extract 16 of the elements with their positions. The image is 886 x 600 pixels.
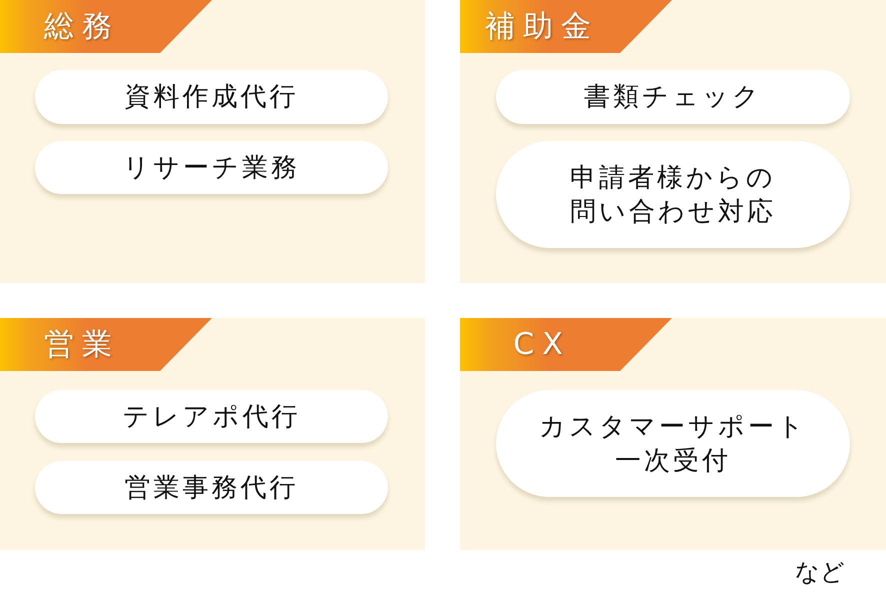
category-panel — [0, 318, 425, 550]
heading-banner: 総務 — [0, 0, 212, 53]
heading-banner: CX — [460, 318, 672, 371]
category-panel — [0, 0, 425, 283]
task-pill: 申請者様からの問い合わせ対応 — [496, 141, 850, 248]
heading-banner: 営業 — [0, 318, 212, 371]
note-text: など — [795, 557, 845, 588]
task-pill: テレアポ代行 — [35, 390, 388, 443]
heading-banner: 補助金 — [460, 0, 672, 53]
task-pill: 営業事務代行 — [35, 461, 388, 514]
category-panel — [460, 318, 886, 550]
task-pill: リサーチ業務 — [35, 141, 388, 194]
task-pill: カスタマーサポート一次受付 — [496, 390, 850, 497]
task-pill: 書類チェック — [496, 70, 850, 124]
task-pill: 資料作成代行 — [35, 70, 388, 124]
category-panel — [460, 0, 886, 283]
